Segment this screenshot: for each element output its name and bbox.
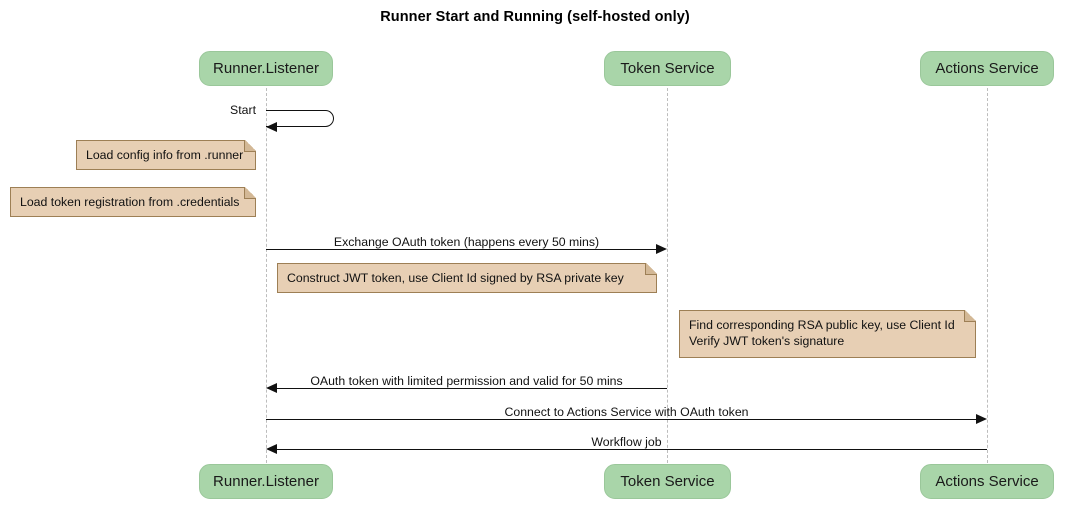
participant-actions-bottom[interactable]: Actions Service [920,464,1054,499]
message-label-workflow-job: Workflow job [591,435,662,449]
lifeline-token [667,88,668,463]
self-message-loop-start [266,110,334,127]
note-text: Load token registration from .credential… [20,195,240,209]
note-construct-jwt-token: Construct JWT token, use Client Id signe… [277,263,657,293]
message-arrowhead-workflow-job [266,443,277,454]
note-verify-jwt-signature: Find corresponding RSA public key, use C… [679,310,976,358]
lifeline-actions [987,88,988,463]
note-text: Find corresponding RSA public key, use C… [689,318,955,348]
participant-runner-top[interactable]: Runner.Listener [199,51,333,86]
participant-label: Runner.Listener [213,473,319,490]
message-line-connect-actions-service [266,419,976,420]
note-fold-icon [645,263,657,275]
participant-runner-bottom[interactable]: Runner.Listener [199,464,333,499]
message-arrowhead-oauth-token-response [266,382,277,393]
participant-token-bottom[interactable]: Token Service [604,464,731,499]
lifeline-runner [266,88,267,463]
note-load-config: Load config info from .runner [76,140,256,170]
message-label-oauth-token-response: OAuth token with limited permission and … [310,374,623,388]
message-arrowhead-exchange-oauth-token [656,243,667,254]
message-line-exchange-oauth-token [266,249,656,250]
participant-label: Actions Service [935,473,1039,490]
self-message-arrowhead-start [266,121,277,132]
note-fold-icon [964,310,976,322]
participant-actions-top[interactable]: Actions Service [920,51,1054,86]
participant-token-top[interactable]: Token Service [604,51,731,86]
diagram-title: Runner Start and Running (self-hosted on… [380,9,690,25]
participant-label: Runner.Listener [213,60,319,77]
participant-label: Actions Service [935,60,1039,77]
note-load-token-registration: Load token registration from .credential… [10,187,256,217]
participant-label: Token Service [620,473,715,490]
note-fold-icon [244,187,256,199]
message-line-oauth-token-response [277,388,667,389]
message-label-connect-actions-service: Connect to Actions Service with OAuth to… [504,405,749,419]
note-fold-icon [244,140,256,152]
note-text: Construct JWT token, use Client Id signe… [287,271,624,285]
message-label-exchange-oauth-token: Exchange OAuth token (happens every 50 m… [333,235,600,249]
self-message-label-start: Start [230,103,256,117]
message-arrowhead-connect-actions-service [976,413,987,424]
note-text: Load config info from .runner [86,148,244,162]
message-line-workflow-job [277,449,987,450]
participant-label: Token Service [620,60,715,77]
